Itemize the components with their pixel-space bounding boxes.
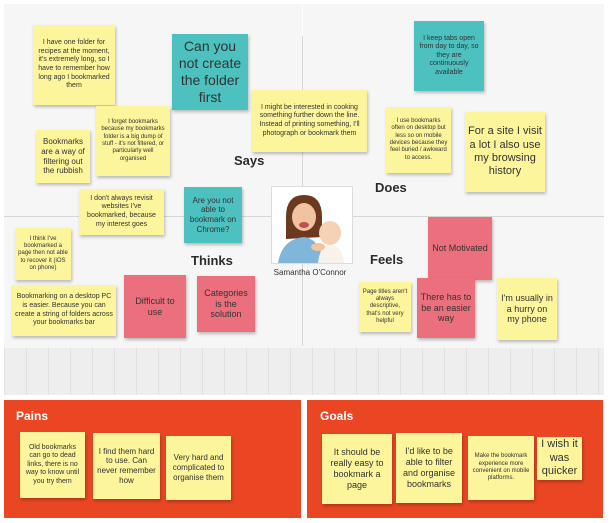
persona-photo-image xyxy=(272,187,352,263)
sticky-note-text: I'm usually in a hurry on my phone xyxy=(501,292,553,325)
pains-note[interactable]: I find them hard to use. Can never remem… xyxy=(93,433,160,499)
sticky-note-text: I wish it was quicker xyxy=(541,438,578,478)
sticky-note[interactable]: For a site I visit a lot I also use my b… xyxy=(465,112,545,192)
sticky-note[interactable]: I think I've bookmarked a page then not … xyxy=(15,228,71,280)
sticky-note-text: For a site I visit a lot I also use my b… xyxy=(468,125,542,178)
sticky-note-text: There has to be an easier way xyxy=(420,291,472,324)
sticky-note-text: It should be really easy to bookmark a p… xyxy=(330,447,384,490)
sticky-note-text: Categories is the solution xyxy=(204,287,248,320)
sticky-note-text: I'd like to be able to filter and organi… xyxy=(402,446,456,489)
goals-note[interactable]: I wish it was quicker xyxy=(537,437,582,480)
sticky-note[interactable]: Bookmarking on a desktop PC is easier. B… xyxy=(12,285,116,336)
pains-title: Pains xyxy=(16,409,49,423)
pains-note[interactable]: Very hard and complicated to organise th… xyxy=(166,436,231,500)
sticky-note[interactable]: Bookmarks are a way of filtering out the… xyxy=(36,130,90,183)
sticky-note[interactable]: Can you not create the folder first xyxy=(172,34,248,110)
sticky-note-text: I use bookmarks often on desktop but les… xyxy=(389,118,448,161)
sticky-note-text: Are you not able to bookmark on Chrome? xyxy=(189,195,237,234)
goals-title: Goals xyxy=(320,409,354,423)
says-label: Says xyxy=(234,153,265,168)
sticky-note[interactable]: Page titles aren't always descriptive, t… xyxy=(359,282,411,332)
sticky-note[interactable]: Categories is the solution xyxy=(197,276,255,332)
board-grid-strip xyxy=(4,348,604,395)
sticky-note-text: Difficult to use xyxy=(135,295,175,317)
sticky-note-text: I think I've bookmarked a page then not … xyxy=(18,235,68,271)
sticky-note[interactable]: I forget bookmarks because my bookmarks … xyxy=(96,106,170,176)
sticky-note-text: Can you not create the folder first xyxy=(178,37,242,106)
sticky-note-text: Not Motivated xyxy=(432,243,488,254)
feels-label: Feels xyxy=(370,252,404,267)
sticky-note-text: I have one folder for recipes at the mom… xyxy=(38,39,110,90)
pains-note[interactable]: Old bookmarks can go to dead links, ther… xyxy=(20,432,85,498)
sticky-note-text: Bookmarks are a way of filtering out the… xyxy=(41,137,85,176)
goals-note[interactable]: It should be really easy to bookmark a p… xyxy=(322,434,392,504)
does-label: Does xyxy=(375,180,407,195)
sticky-note-text: I find them hard to use. Can never remem… xyxy=(97,446,156,485)
sticky-note-text: I keep tabs open from day to day, so the… xyxy=(419,34,479,76)
thinks-label: Thinks xyxy=(191,253,233,268)
sticky-note[interactable]: I'm usually in a hurry on my phone xyxy=(497,278,557,340)
sticky-note[interactable]: I might be interested in cooking somethi… xyxy=(252,90,367,152)
sticky-note-text: I don't always revisit websites I've boo… xyxy=(87,194,156,228)
sticky-note[interactable]: There has to be an easier way xyxy=(417,278,475,338)
sticky-note[interactable]: I use bookmarks often on desktop but les… xyxy=(386,107,451,173)
sticky-note[interactable]: I don't always revisit websites I've boo… xyxy=(79,189,164,235)
persona-name: Samantha O'Connor xyxy=(273,268,347,277)
sticky-note[interactable]: Are you not able to bookmark on Chrome? xyxy=(184,187,242,243)
sticky-note-text: I forget bookmarks because my bookmarks … xyxy=(101,119,165,162)
goals-note[interactable]: I'd like to be able to filter and organi… xyxy=(396,433,462,503)
sticky-note-text: Make the bookmark experience more conven… xyxy=(472,453,530,482)
sticky-note-text: I might be interested in cooking somethi… xyxy=(259,103,360,137)
sticky-note[interactable]: Not Motivated xyxy=(428,217,492,280)
sticky-note-text: Bookmarking on a desktop PC is easier. B… xyxy=(15,293,113,327)
persona-photo xyxy=(271,186,353,264)
sticky-note-text: Very hard and complicated to organise th… xyxy=(172,453,225,482)
sticky-note-text: Old bookmarks can go to dead links, ther… xyxy=(25,443,80,485)
sticky-note[interactable]: Difficult to use xyxy=(124,275,186,338)
sticky-note-text: Page titles aren't always descriptive, t… xyxy=(362,288,408,324)
goals-note[interactable]: Make the bookmark experience more conven… xyxy=(468,436,534,500)
sticky-note[interactable]: I keep tabs open from day to day, so the… xyxy=(414,21,484,91)
sticky-note[interactable]: I have one folder for recipes at the mom… xyxy=(33,25,115,105)
